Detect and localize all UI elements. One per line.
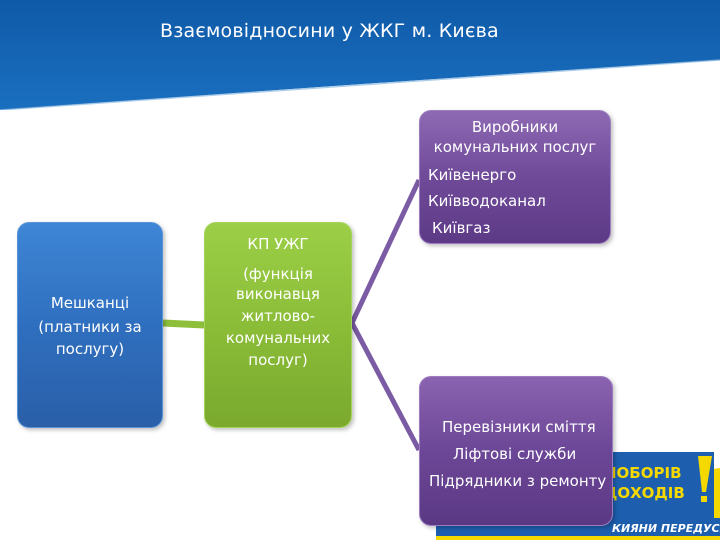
kp-line-5: послуг): [248, 351, 308, 369]
service-provider-item: Перевізники сміття: [442, 418, 596, 436]
kp-line-2: виконавця: [236, 285, 320, 303]
slide-title: Взаємовідносини у ЖКГ м. Києва: [160, 20, 499, 42]
connector-residents-kp: [162, 319, 205, 329]
svg-text:ПОБОРІВ: ПОБОРІВ: [604, 464, 682, 482]
producers-box: Виробники комунальних послуг Київенерго …: [419, 110, 611, 244]
producer-item: Київгаз: [432, 219, 491, 237]
producers-title-line-2: комунальних послуг: [433, 138, 597, 156]
connector-kp-others: [349, 321, 422, 452]
svg-text:КИЯНИ ПЕРЕДУСІМ!: КИЯНИ ПЕРЕДУСІМ!: [612, 522, 720, 535]
residents-line-2: (платники за: [38, 318, 142, 336]
producer-item: Київводоканал: [428, 192, 546, 210]
producers-title-line-1: Виробники: [471, 118, 559, 136]
service-provider-item: Ліфтові служби: [453, 445, 577, 463]
kp-title: КП УЖГ: [247, 235, 309, 253]
residents-line-1: Мешканці: [50, 294, 130, 312]
kp-line-3: житлово-: [240, 307, 316, 325]
kp-line-1: (функція: [243, 265, 313, 283]
svg-text:ДОХОДІВ: ДОХОДІВ: [604, 484, 685, 502]
kp-uzhg-box: КП УЖГ (функція виконавця житлово- комун…: [204, 222, 352, 428]
banner-blue-panel: [596, 452, 714, 518]
residents-box: Мешканці (платники за послугу): [17, 222, 163, 428]
header-background: [0, 0, 720, 110]
service-provider-item: Підрядники з ремонту: [429, 472, 607, 490]
connector-kp-producers: [349, 178, 422, 325]
producer-item: Київенерго: [428, 166, 517, 184]
header-band: Взаємовідносини у ЖКГ м. Києва: [0, 0, 720, 110]
residents-line-3: послугу): [55, 340, 125, 358]
service-providers-box: Перевізники сміття Ліфтові служби Підряд…: [419, 376, 613, 526]
kp-line-4: комунальних: [225, 329, 331, 347]
